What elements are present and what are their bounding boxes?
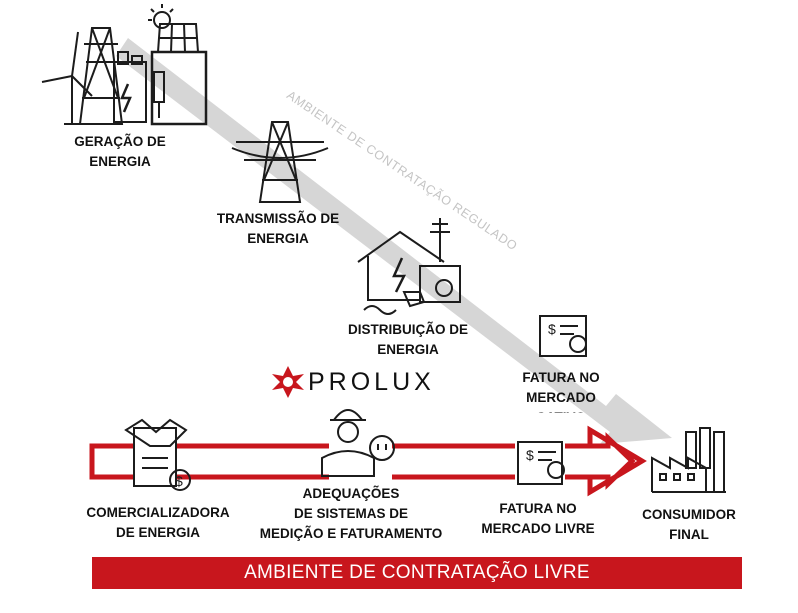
power-tower-icon bbox=[78, 27, 124, 125]
svg-text:$: $ bbox=[526, 447, 534, 463]
trader-label: COMERCIALIZADORA DE ENERGIA bbox=[86, 505, 230, 540]
transmission-label: TRANSMISSÃO DE ENERGIA bbox=[216, 211, 340, 246]
factory-icon bbox=[651, 427, 726, 493]
captive-invoice-label: FATURA NO MERCADO CATIVO bbox=[522, 370, 600, 413]
distribution-label: DISTRIBUIÇÃO DE ENERGIA bbox=[347, 322, 468, 357]
free-environment-label: AMBIENTE DE CONTRATAÇÃO LIVRE bbox=[244, 562, 590, 583]
house-bolt-icon bbox=[357, 218, 461, 315]
generation-icons bbox=[41, 4, 208, 126]
invoice-dollar-icon: $ bbox=[539, 315, 587, 357]
free-flow-arrow bbox=[89, 425, 647, 497]
worker-helmet-icon bbox=[321, 409, 395, 477]
sun-icon bbox=[148, 4, 174, 29]
final-consumer-label: CONSUMIDOR FINAL bbox=[642, 507, 736, 542]
regulated-flow-arrow bbox=[116, 38, 672, 444]
hydro-icon bbox=[153, 71, 165, 118]
invoice-dollar-icon: $ bbox=[517, 441, 565, 485]
plant-icon bbox=[113, 51, 147, 123]
free-invoice-label: FATURA NO MERCADO LIVRE bbox=[481, 501, 595, 536]
handshake-contract-icon: $ bbox=[124, 418, 191, 491]
transmission-tower-icon bbox=[231, 121, 329, 203]
socket-plug-icon bbox=[402, 291, 426, 308]
svg-text:$: $ bbox=[175, 473, 183, 489]
meter-box bbox=[150, 50, 208, 126]
prolux-logo-mark bbox=[272, 366, 304, 398]
brand-name: PROLUX bbox=[308, 368, 435, 396]
metering-adaptations-label: ADEQUAÇÕES DE SISTEMAS DE MEDIÇÃO E FATU… bbox=[259, 486, 443, 541]
wind-turbine-icon bbox=[41, 31, 93, 125]
generation-label: GERAÇÃO DE ENERGIA bbox=[74, 134, 166, 169]
free-environment-banner: AMBIENTE DE CONTRATAÇÃO LIVRE bbox=[92, 557, 742, 589]
svg-text:$: $ bbox=[548, 321, 556, 337]
